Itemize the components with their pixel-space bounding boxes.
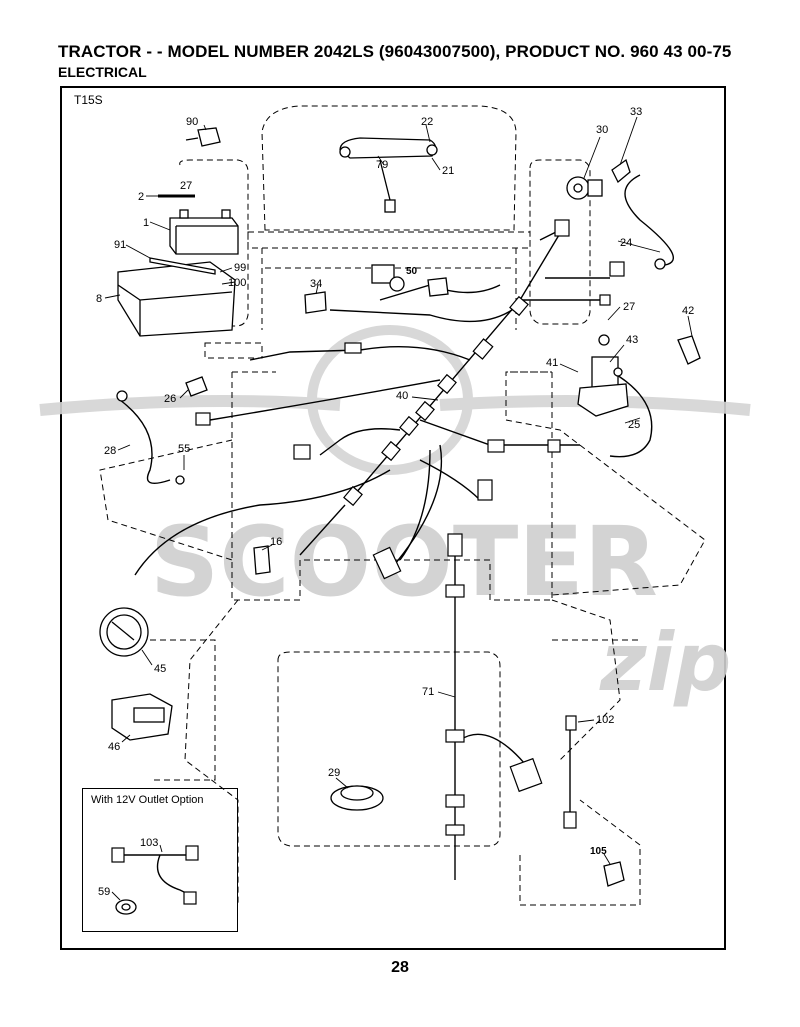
- callout-79: 79: [376, 159, 388, 171]
- callout-71: 71: [422, 686, 434, 698]
- callout-42: 42: [682, 305, 694, 317]
- switch-16-icon: [253, 545, 271, 575]
- ring-terminal: [613, 367, 623, 377]
- callout-41: 41: [546, 357, 558, 369]
- callout-43: 43: [626, 334, 638, 346]
- callout-102: 102: [596, 714, 614, 726]
- callout-59: 59: [98, 886, 110, 898]
- callout-22: 22: [421, 116, 433, 128]
- light-bar-icon: [339, 137, 438, 213]
- callout-90: 90: [186, 116, 198, 128]
- callout-99: 99: [234, 262, 246, 274]
- callout-100: 100: [228, 277, 246, 289]
- callout-105: 105: [590, 846, 607, 857]
- callout-21: 21: [442, 165, 454, 177]
- callout-24: 24: [620, 237, 632, 249]
- hour-meter-icon: [111, 693, 173, 741]
- callout-45: 45: [154, 663, 166, 675]
- key-icon: [611, 158, 631, 184]
- battery-icon: [169, 209, 239, 255]
- relay-90-icon: [185, 127, 221, 147]
- watermark: SCOOTER zip: [39, 325, 751, 709]
- fuse-holder-icon: [603, 861, 625, 887]
- callout-8: 8: [96, 293, 102, 305]
- headlight-switch-icon: [304, 291, 327, 314]
- callout-33: 33: [630, 106, 642, 118]
- callout-91: 91: [114, 239, 126, 251]
- connectors: [111, 219, 625, 905]
- callout-50: 50: [406, 266, 418, 277]
- callout-46: 46: [108, 741, 120, 753]
- callout-55: 55: [178, 443, 190, 455]
- callout-27-top: 27: [180, 180, 192, 192]
- callout-28: 28: [104, 445, 116, 457]
- callout-27-right: 27: [623, 301, 635, 313]
- callout-103: 103: [140, 837, 158, 849]
- callout-30: 30: [596, 124, 608, 136]
- diagram-frame: [60, 86, 726, 950]
- ring-terminal: [116, 390, 128, 402]
- ring-terminal: [175, 475, 185, 485]
- section-subtitle: ELECTRICAL: [58, 64, 147, 80]
- callout-29: 29: [328, 767, 340, 779]
- ring-terminal: [654, 258, 666, 270]
- watermark-suffix: zip: [599, 616, 731, 709]
- tractor-outline: [99, 105, 706, 906]
- hour-meter-ammeter-icon: [99, 607, 149, 657]
- callout-26: 26: [164, 393, 176, 405]
- page-title: TRACTOR - - MODEL NUMBER 2042LS (9604300…: [58, 42, 732, 61]
- watermark-text: SCOOTER: [150, 506, 658, 618]
- fuse-icon: [185, 376, 208, 397]
- callout-25: 25: [628, 419, 640, 431]
- callout-1: 1: [143, 217, 149, 229]
- battery-tray-icon: [117, 261, 236, 337]
- seat-switch-icon: [330, 785, 384, 811]
- leader-lines: [104, 116, 693, 901]
- terminal-boot-icon: [677, 335, 701, 365]
- callout-2: 2: [138, 191, 144, 203]
- callout-40: 40: [396, 390, 408, 402]
- figure-code: T15S: [74, 93, 103, 107]
- ignition-switch-icon: [566, 176, 603, 200]
- callout-34: 34: [310, 278, 322, 290]
- callout-labels: 90 22 79 21 30 33 2 27 1 91 99 100 8 34 …: [96, 106, 694, 898]
- pto-switch-icon: [371, 264, 449, 297]
- components: [99, 127, 701, 915]
- page-number: 28: [391, 959, 409, 976]
- starter-solenoid-icon: [577, 334, 629, 417]
- outlet-socket-icon: [115, 899, 137, 915]
- hold-down-strap: [149, 257, 216, 275]
- outlet-option-title: With 12V Outlet Option: [91, 794, 204, 806]
- callout-16: 16: [270, 536, 282, 548]
